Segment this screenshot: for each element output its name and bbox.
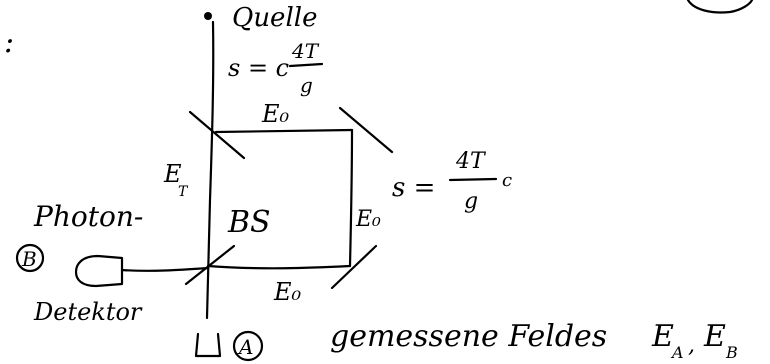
path-length-right-numerator: 4T xyxy=(455,149,487,174)
path-length-right-denominator: g xyxy=(464,189,478,214)
path-length-right-suffix: c xyxy=(502,170,512,191)
source-label: Quelle xyxy=(232,3,317,33)
mirror-top-right xyxy=(338,106,394,154)
detector-label-line1: Photon- xyxy=(33,200,143,233)
detector-b-letter: B xyxy=(21,247,37,271)
mirror-bottom-right xyxy=(330,244,378,290)
beam-splitter-mirror xyxy=(184,244,236,286)
detector-a-body xyxy=(194,332,222,358)
detector-a-circle xyxy=(232,330,264,362)
input-beam xyxy=(205,20,215,320)
field-bottom-label: E₀ xyxy=(273,278,302,306)
detector-b-circle xyxy=(15,243,45,273)
path-length-top-fraction-bar xyxy=(288,62,324,68)
detector-a-letter: A xyxy=(237,335,253,359)
path-length-top-denominator: g xyxy=(300,73,313,97)
arm-bottom xyxy=(206,264,352,270)
beam-splitter-label: BS xyxy=(227,205,271,240)
measured-fields-label: gemessene Feldes xyxy=(330,319,607,354)
detector-b-beam xyxy=(120,266,210,272)
detector-label-line2: Detektor xyxy=(33,298,143,326)
mirror-top-left xyxy=(188,110,246,160)
source-dot xyxy=(204,12,212,20)
path-length-top-numerator: 4T xyxy=(291,39,320,63)
field-left-subscript: T xyxy=(178,184,189,200)
arm-top xyxy=(214,128,354,134)
measured-field-a-subscript: A xyxy=(670,343,684,362)
measured-field-a: E xyxy=(651,319,674,354)
measured-field-separator: , xyxy=(688,333,695,358)
corner-arc xyxy=(686,0,754,14)
margin-mark: : xyxy=(4,25,14,60)
path-length-right: s = xyxy=(392,173,435,203)
arm-right xyxy=(348,128,354,268)
path-length-top: s = c xyxy=(228,54,289,82)
field-right-label: E₀ xyxy=(355,207,381,232)
field-top-label: E₀ xyxy=(261,100,290,128)
field-left-label: E xyxy=(163,160,182,188)
measured-field-b-subscript: B xyxy=(725,343,738,362)
detector-b-body xyxy=(74,254,124,288)
path-length-right-fraction-bar xyxy=(448,177,498,182)
measured-field-b: E xyxy=(703,319,726,354)
